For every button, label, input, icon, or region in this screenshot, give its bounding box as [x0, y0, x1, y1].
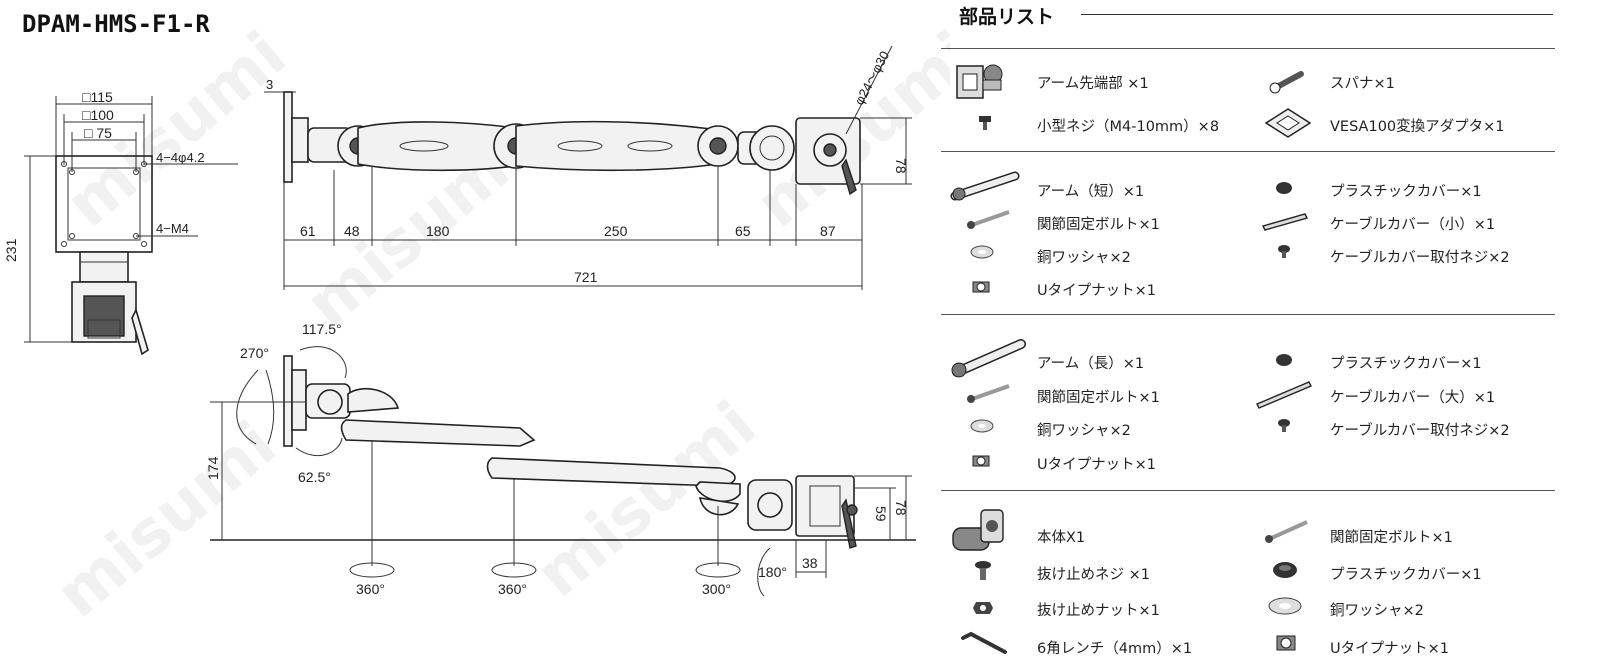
- short-arm-icon: [950, 171, 1020, 201]
- arm-tip-icon: [956, 64, 1003, 99]
- part-label: 銅ワッシャ×2: [1037, 250, 1131, 266]
- dim-label: 4−4φ4.2: [156, 150, 205, 165]
- dim-label: □100: [82, 107, 114, 123]
- dim-label: 360°: [356, 581, 385, 597]
- u-nut-icon: [1276, 635, 1296, 651]
- section-divider: [941, 151, 1555, 152]
- dim-label: 250: [604, 223, 628, 239]
- dim-label: 231: [3, 238, 19, 262]
- plastic-cover-icon: [1273, 562, 1297, 578]
- cover-screw-icon: [1278, 419, 1290, 432]
- dim-label: □115: [82, 89, 113, 105]
- dim-label: 38: [802, 555, 818, 571]
- technical-drawing: misumi misumi misumi misumi misumi DPAM-…: [3, 10, 950, 632]
- u-nut-icon: [972, 281, 990, 293]
- part-label: Uタイプナット×1: [1037, 283, 1156, 299]
- title-rule: [1081, 14, 1553, 15]
- top-view: 3 φ24～φ30 78: [264, 45, 912, 290]
- u-nut-icon: [972, 455, 990, 467]
- washer-icon: [970, 245, 994, 259]
- dim-label: 721: [574, 269, 598, 285]
- part-label: アーム（長）×1: [1037, 356, 1145, 372]
- long-arm-icon: [951, 339, 1026, 378]
- section-divider: [941, 490, 1555, 491]
- parts-list-title: 部品リスト: [959, 6, 1055, 28]
- small-screw-icon: [979, 116, 991, 130]
- part-label: 抜け止めネジ ×1: [1037, 567, 1150, 583]
- plastic-cover-icon: [1276, 182, 1292, 194]
- main-body-icon: [952, 509, 1004, 551]
- model-title: DPAM-HMS-F1-R: [22, 10, 210, 38]
- washer-icon: [970, 419, 994, 433]
- joint-bolt-icon: [967, 210, 1010, 229]
- dim-label: 78: [893, 158, 909, 174]
- part-label: 関節固定ボルト×1: [1037, 390, 1160, 406]
- part-label: 関節固定ボルト×1: [1330, 530, 1453, 546]
- part-label: ケーブルカバー（小）×1: [1330, 217, 1496, 233]
- part-label: プラスチックカバー×1: [1330, 567, 1482, 583]
- watermark: misumi: [43, 408, 290, 632]
- dim-label: 48: [344, 223, 360, 239]
- dim-label: 65: [735, 223, 751, 239]
- hex-wrench-icon: [961, 631, 1007, 654]
- dim-label: 300°: [702, 581, 731, 597]
- part-label: 銅ワッシャ×2: [1330, 603, 1424, 619]
- part-label: ケーブルカバー取付ネジ×2: [1330, 250, 1510, 266]
- parts-list: 部品リスト アーム先端部 ×1 スパナ×1 小型ネジ（M4-10mm）×8 VE…: [941, 0, 1560, 671]
- dim-label: 180°: [758, 564, 787, 580]
- dim-label: 117.5°: [302, 321, 342, 337]
- part-label: 小型ネジ（M4-10mm）×8: [1037, 119, 1220, 135]
- dim-label: □ 75: [84, 125, 112, 141]
- dim-label: 180: [426, 223, 450, 239]
- part-label: 本体X1: [1037, 530, 1086, 546]
- vesa-adapter-icon: [1264, 108, 1312, 138]
- part-label: Uタイプナット×1: [1037, 457, 1156, 473]
- dim-label: 270°: [240, 345, 269, 361]
- dim-label: 78: [893, 500, 909, 516]
- spanner-icon: [1269, 71, 1304, 94]
- part-label: プラスチックカバー×1: [1330, 184, 1482, 200]
- part-label: VESA100変換アダプタ×1: [1330, 119, 1505, 135]
- part-label: ケーブルカバー取付ネジ×2: [1330, 423, 1510, 439]
- part-label: 銅ワッシャ×2: [1037, 423, 1131, 439]
- dim-label: 87: [820, 223, 836, 239]
- plastic-cover-icon: [1276, 354, 1292, 366]
- side-view: 117.5° 270° 62.5° 174 59: [205, 321, 916, 597]
- front-view: □115 □100 □ 75 4−4φ4.2 4−M4 231: [3, 89, 238, 356]
- part-label: Uタイプナット×1: [1330, 641, 1449, 657]
- dim-label: 360°: [498, 581, 527, 597]
- cover-screw-icon: [1278, 245, 1290, 258]
- dim-label: 3: [266, 77, 273, 92]
- dim-label: 174: [205, 456, 221, 480]
- part-label: 6角レンチ（4mm）×1: [1037, 641, 1193, 657]
- cable-cover-small-icon: [1261, 213, 1309, 231]
- joint-bolt-icon: [1265, 520, 1308, 543]
- section-divider: [941, 48, 1555, 49]
- part-label: 関節固定ボルト×1: [1037, 217, 1160, 233]
- retaining-screw-icon: [975, 561, 991, 580]
- part-label: ケーブルカバー（大）×1: [1330, 390, 1496, 406]
- dim-label: 4−M4: [156, 221, 189, 236]
- washer-icon: [1268, 597, 1302, 615]
- retaining-nut-icon: [973, 602, 993, 614]
- part-label: アーム（短）×1: [1037, 184, 1145, 200]
- joint-bolt-icon: [967, 384, 1010, 403]
- part-label: プラスチックカバー×1: [1330, 356, 1482, 372]
- part-label: スパナ×1: [1330, 76, 1395, 92]
- part-label: 抜け止めナット×1: [1037, 603, 1160, 619]
- section-divider: [941, 314, 1555, 315]
- dim-label: 62.5°: [298, 469, 331, 485]
- dim-label: 61: [300, 223, 316, 239]
- cable-cover-large-icon: [1256, 381, 1312, 409]
- part-label: アーム先端部 ×1: [1037, 76, 1149, 92]
- dim-label: 59: [873, 506, 889, 522]
